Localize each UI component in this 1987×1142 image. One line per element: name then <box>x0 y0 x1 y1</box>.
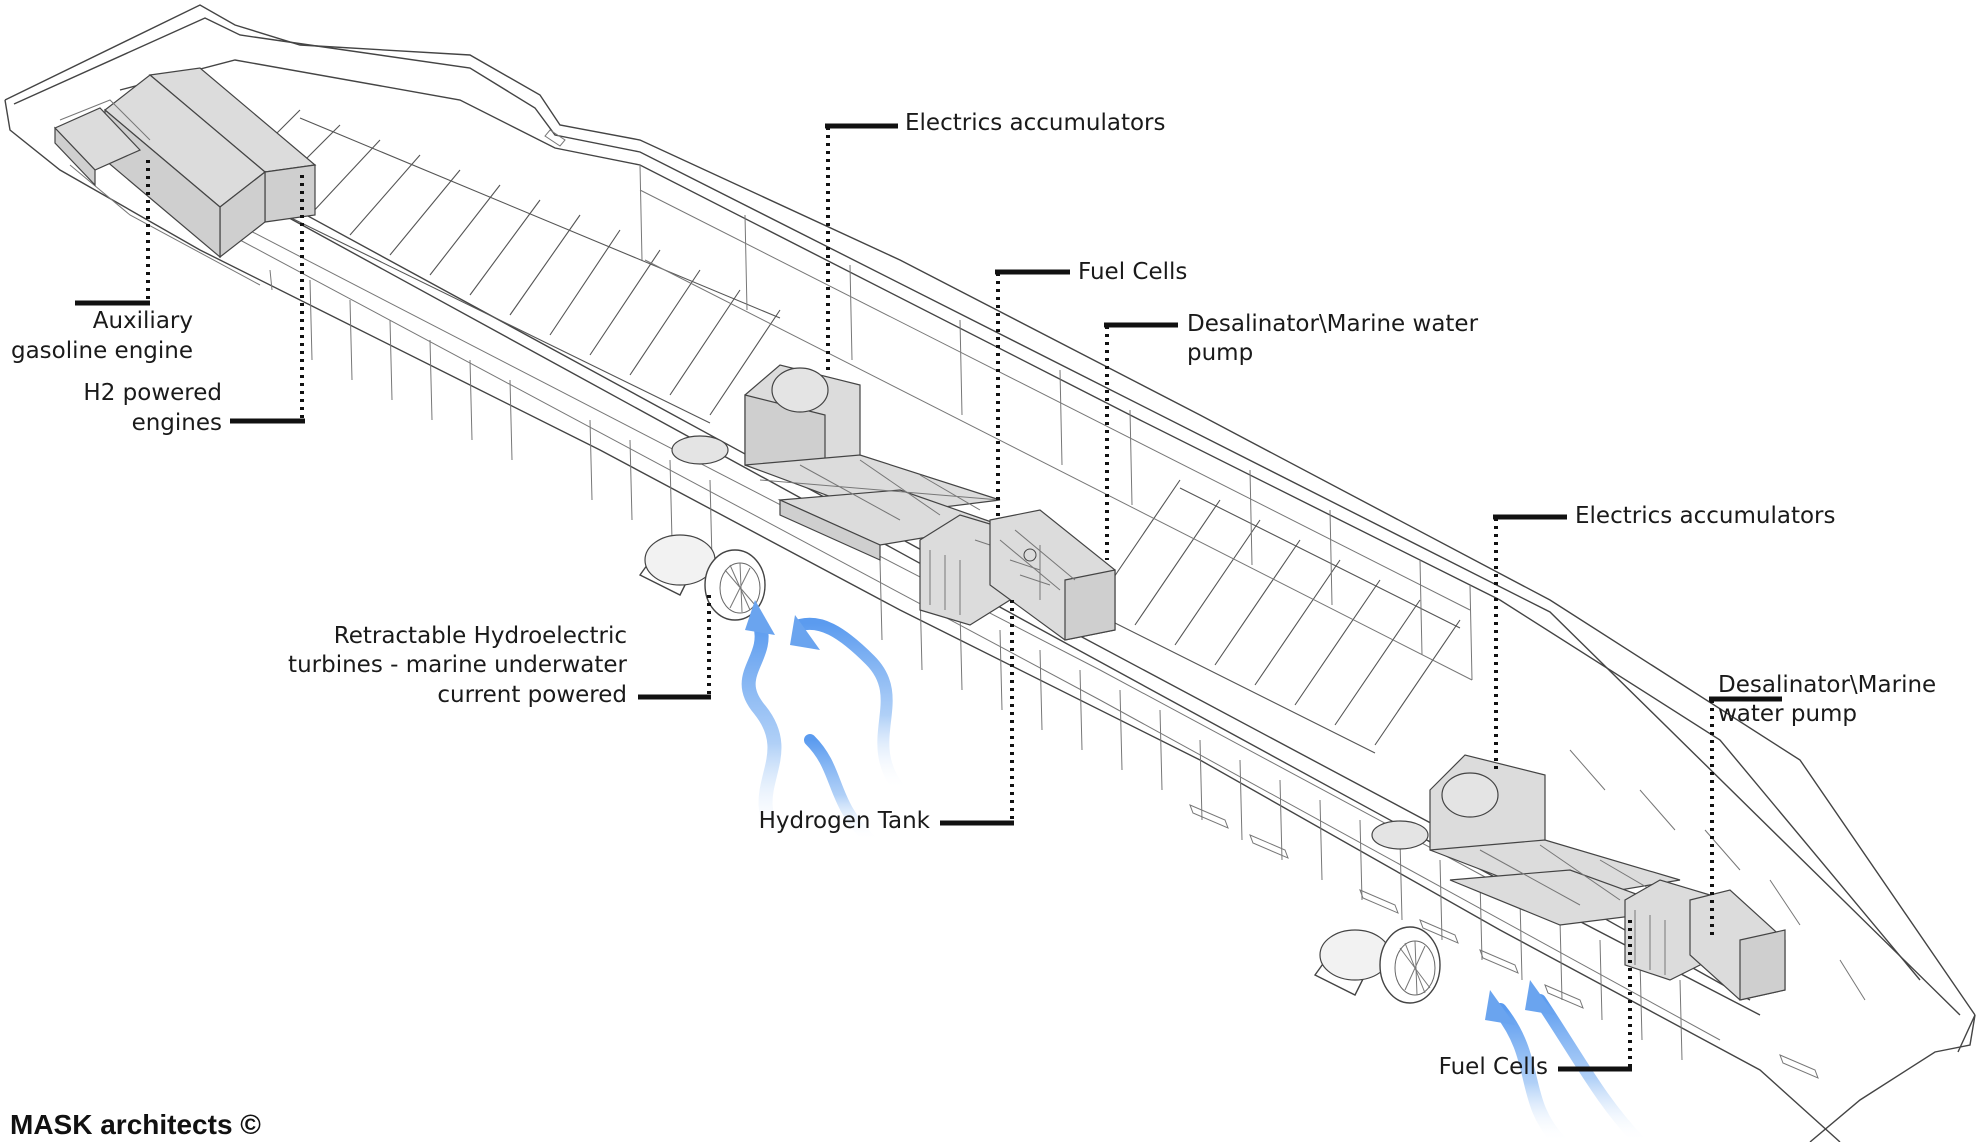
hydrogen-tank <box>989 509 1116 641</box>
hull <box>4 4 1976 1142</box>
flow-arrow-head <box>790 615 820 650</box>
label-auxiliary-gasoline-engine-line1: Auxiliary <box>93 308 193 334</box>
hydroelectric-turbine-stern <box>638 534 766 621</box>
label-hydroelectric-turbines-line2: turbines - marine underwater <box>288 652 627 678</box>
desalinator-pump-mid <box>1009 545 1051 600</box>
underwater-current-flow-bow <box>1485 980 1646 1142</box>
hydroelectric-turbine-bow <box>1313 926 1441 1004</box>
label-auxiliary-gasoline-engine-line2: gasoline engine <box>11 338 193 364</box>
label-hydrogen-tank: Hydrogen Tank <box>759 808 931 834</box>
electrics-accumulators-mid <box>671 364 1001 561</box>
labels: Auxiliary gasoline engine H2 powered eng… <box>10 110 1936 1140</box>
underwater-current-flow-stern <box>741 600 906 847</box>
side-panels <box>239 239 1721 1061</box>
label-h2-powered-engines-line2: engines <box>132 410 222 436</box>
label-hydroelectric-turbines-line1: Retractable Hydroelectric <box>334 623 627 649</box>
label-electrics-accumulators-mid: Electrics accumulators <box>905 110 1165 136</box>
credit-text: MASK architects © <box>10 1109 261 1140</box>
label-desalinator-pump-bow-line2: water pump <box>1718 701 1857 727</box>
hull-windows <box>544 129 1866 1079</box>
leader-lines <box>75 123 1782 1072</box>
auxiliary-gasoline-engine <box>53 99 151 187</box>
label-hydroelectric-turbines-line3: current powered <box>437 682 627 708</box>
flow-arrow-head <box>1485 990 1515 1025</box>
label-fuel-cells-bow: Fuel Cells <box>1439 1054 1548 1080</box>
flow-arrow-head <box>1525 980 1555 1015</box>
fuel-cells-mid <box>919 514 1011 626</box>
fuel-cells-bow <box>1624 879 1711 981</box>
label-electrics-accumulators-bow: Electrics accumulators <box>1575 503 1835 529</box>
flow-arrow-head <box>745 600 775 635</box>
label-fuel-cells-mid: Fuel Cells <box>1078 259 1187 285</box>
label-h2-powered-engines-line1: H2 powered <box>83 380 222 406</box>
desalinator-pump-bow <box>1689 889 1786 1001</box>
label-desalinator-pump-bow-line1: Desalinator\Marine <box>1718 672 1936 698</box>
label-desalinator-pump-mid-line2: pump <box>1187 340 1253 366</box>
electrics-accumulators-bow <box>1371 754 1681 926</box>
h2-powered-engines <box>104 67 317 259</box>
deck-ribs <box>229 109 1473 754</box>
label-desalinator-pump-mid-line1: Desalinator\Marine water <box>1187 311 1479 337</box>
